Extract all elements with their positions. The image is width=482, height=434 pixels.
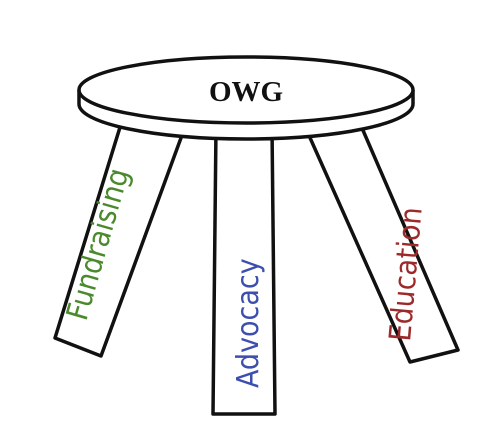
- seat-top: [77, 55, 415, 125]
- center-leg-label: Advocacy: [231, 258, 266, 388]
- left-leg: Fundraising: [53, 122, 187, 358]
- right-leg: Education: [305, 126, 460, 364]
- seat-title: OWG: [209, 76, 283, 108]
- stool-seat: OWG: [77, 55, 415, 141]
- center-leg: Advocacy: [211, 125, 277, 416]
